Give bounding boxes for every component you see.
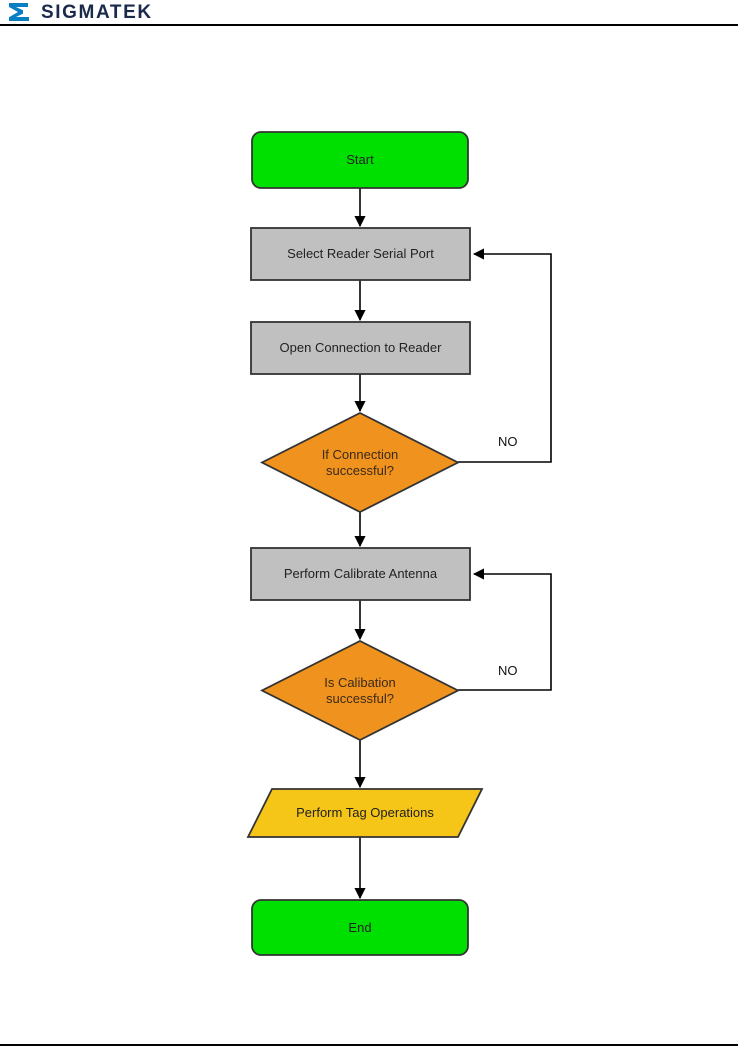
node-open-conn-shape <box>250 321 471 375</box>
header-divider <box>0 24 738 26</box>
node-tag-operations-shape <box>246 788 484 838</box>
node-calibration-decision-shape <box>260 639 460 742</box>
node-select-port-shape <box>250 227 471 281</box>
brand-logo: SIGMATEK <box>8 1 153 23</box>
edge-label-no-connection: NO <box>498 434 518 449</box>
edge-label-no-calibration: NO <box>498 663 518 678</box>
flowchart-graphics <box>246 131 552 956</box>
footer-divider <box>0 1044 738 1046</box>
node-start-shape <box>251 131 469 189</box>
edge-decision2-no-loop <box>458 568 552 691</box>
sigmatek-sigma-logo-icon <box>9 3 29 21</box>
brand-wordmark: SIGMATEK <box>41 1 153 23</box>
node-calibrate-shape <box>250 547 471 601</box>
flowchart-canvas: Start Select Reader Serial Port Open Con… <box>0 30 738 1040</box>
node-end-shape <box>251 899 469 956</box>
node-connection-decision-shape <box>260 411 460 514</box>
edge-decision1-no-loop <box>458 248 552 463</box>
